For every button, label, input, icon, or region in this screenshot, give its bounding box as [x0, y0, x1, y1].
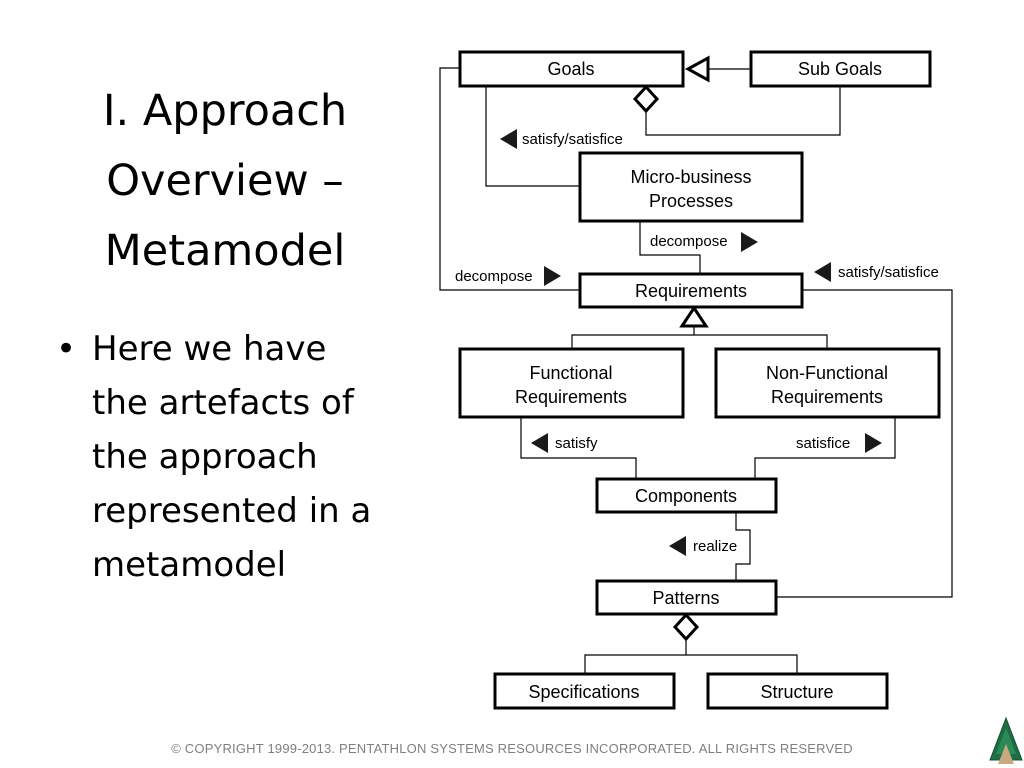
bullet-line-5: metamodel — [92, 545, 287, 585]
label-satisfy-satisfice-right: satisfy/satisfice — [814, 262, 939, 282]
aggregation-diamond-goals — [632, 84, 660, 114]
svg-text:satisfy/satisfice: satisfy/satisfice — [522, 131, 623, 148]
box-goals: Goals — [458, 50, 685, 88]
box-non-functional-requirements: Non-Functional Requirements — [714, 347, 941, 419]
svg-text:Processes: Processes — [649, 191, 733, 211]
label-decompose-mbp: decompose — [650, 232, 758, 252]
box-components: Components — [595, 477, 778, 514]
label-satisfy: satisfy — [531, 433, 598, 453]
box-structure: Structure — [706, 672, 889, 710]
svg-text:Requirements: Requirements — [515, 387, 627, 407]
svg-text:Functional: Functional — [529, 363, 612, 383]
svg-text:Specifications: Specifications — [528, 682, 639, 702]
svg-text:Goals: Goals — [547, 59, 594, 79]
svg-text:satisfice: satisfice — [796, 435, 850, 452]
connectors — [439, 67, 953, 674]
uml-symbols — [632, 55, 710, 642]
aggregation-diamond-patterns — [672, 612, 700, 642]
copyright-footer: © COPYRIGHT 1999-2013. PENTATHLON SYSTEM… — [171, 741, 853, 756]
arrow-right-icon — [741, 232, 758, 252]
title-line-2: Overview – — [106, 156, 344, 206]
svg-text:Structure: Structure — [760, 682, 833, 702]
arrow-left-icon — [531, 433, 548, 453]
svg-text:Sub Goals: Sub Goals — [798, 59, 882, 79]
pentathlon-logo-icon — [989, 716, 1023, 764]
box-sub-goals: Sub Goals — [749, 50, 932, 88]
svg-text:Requirements: Requirements — [771, 387, 883, 407]
box-functional-requirements: Functional Requirements — [458, 347, 685, 419]
svg-text:realize: realize — [693, 538, 737, 555]
arrow-left-icon — [500, 129, 517, 149]
box-micro-business-processes: Micro-business Processes — [578, 151, 804, 223]
svg-text:decompose: decompose — [650, 233, 728, 250]
label-decompose-left: decompose — [455, 266, 561, 286]
svg-text:Requirements: Requirements — [635, 281, 747, 301]
bullet-line-2: the artefacts of — [92, 383, 354, 423]
generalization-triangle-goals — [684, 55, 710, 83]
arrow-left-icon — [669, 536, 686, 556]
slide-title: I. Approach Overview – Metamodel — [60, 76, 390, 286]
bullet-marker: • — [56, 329, 77, 369]
arrow-left-icon — [814, 262, 831, 282]
bullet-text: Here we have the artefacts of the approa… — [92, 322, 422, 592]
svg-text:Components: Components — [635, 486, 737, 506]
title-line-1: I. Approach — [102, 86, 348, 136]
label-satisfy-satisfice-top: satisfy/satisfice — [500, 129, 623, 149]
label-realize: realize — [669, 536, 737, 556]
svg-text:Patterns: Patterns — [652, 588, 719, 608]
box-patterns: Patterns — [595, 579, 778, 616]
arrow-right-icon — [544, 266, 561, 286]
title-line-3: Metamodel — [104, 226, 346, 276]
box-requirements: Requirements — [578, 272, 804, 309]
bullet-line-1: Here we have — [92, 329, 327, 369]
arrow-right-icon — [865, 433, 882, 453]
generalization-triangle-requirements — [679, 305, 709, 328]
label-satisfice: satisfice — [796, 433, 882, 453]
svg-text:satisfy: satisfy — [555, 435, 598, 452]
box-specifications: Specifications — [493, 672, 676, 710]
bullet-line-4: represented in a — [92, 491, 372, 531]
svg-text:Micro-business: Micro-business — [630, 167, 751, 187]
svg-text:satisfy/satisfice: satisfy/satisfice — [838, 264, 939, 281]
svg-text:decompose: decompose — [455, 268, 533, 285]
svg-text:Non-Functional: Non-Functional — [766, 363, 888, 383]
bullet-line-3: the approach — [92, 437, 318, 477]
